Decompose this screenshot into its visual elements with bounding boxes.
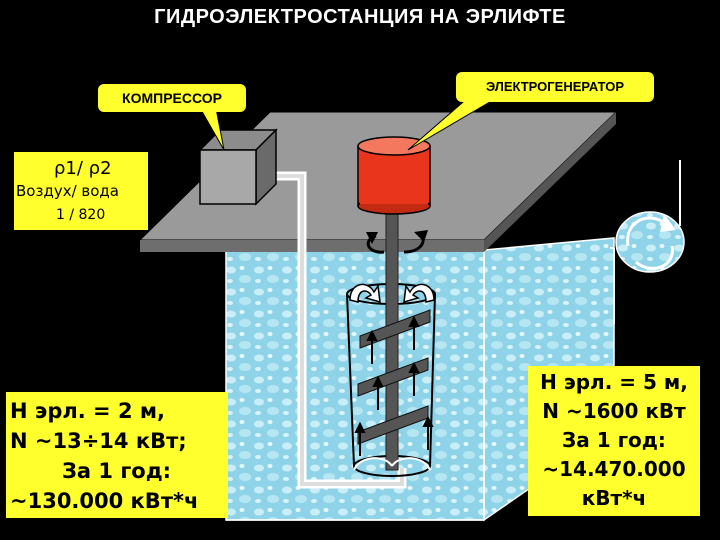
generator-top	[357, 136, 431, 156]
left-info-box: H эрл. = 2 м, N ~13÷14 кВт; За 1 год: ~1…	[6, 392, 228, 518]
bottom-swirl	[353, 457, 431, 471]
left-info-year-value: ~130.000 кВт*ч	[10, 489, 199, 513]
compressor-callout	[98, 84, 246, 112]
left-info-power: N ~13÷14 кВт;	[10, 429, 187, 453]
right-info-unit: кВт*ч	[581, 486, 647, 510]
deck-front-edge	[140, 240, 484, 252]
compressor-label: КОМПРЕССОР	[122, 90, 222, 106]
left-info-year-label: За 1 год:	[62, 459, 172, 483]
density-values: 1 / 820	[56, 207, 106, 223]
right-info-year-label: За 1 год:	[562, 428, 666, 452]
right-info-box: H эрл. = 5 м, N ~1600 кВт За 1 год: ~14.…	[528, 366, 700, 516]
density-names: Воздух/ вода	[16, 182, 119, 200]
right-info-height: H эрл. = 5 м,	[540, 370, 688, 394]
density-ratio-box: ρ1/ ρ2 Воздух/ вода 1 / 820	[14, 152, 148, 230]
left-info-height: H эрл. = 2 м,	[10, 399, 166, 423]
compressor-front	[199, 149, 257, 205]
overflow-arrows	[349, 283, 435, 304]
circulation-icon	[610, 160, 685, 324]
right-info-power: N ~1600 кВт	[542, 399, 686, 423]
page-title: ГИДРОЭЛЕКТРОСТАНЦИЯ НА ЭРЛИФТЕ	[154, 6, 566, 28]
density-symbols: ρ1/ ρ2	[54, 158, 112, 179]
deck-right-edge	[484, 112, 616, 252]
generator-callout	[456, 72, 654, 102]
flow-arrows	[354, 315, 434, 456]
right-info-year-value: ~14.470.000	[542, 457, 686, 481]
generator-label: ЭЛЕКТРОГЕНЕРАТОР	[485, 79, 625, 94]
